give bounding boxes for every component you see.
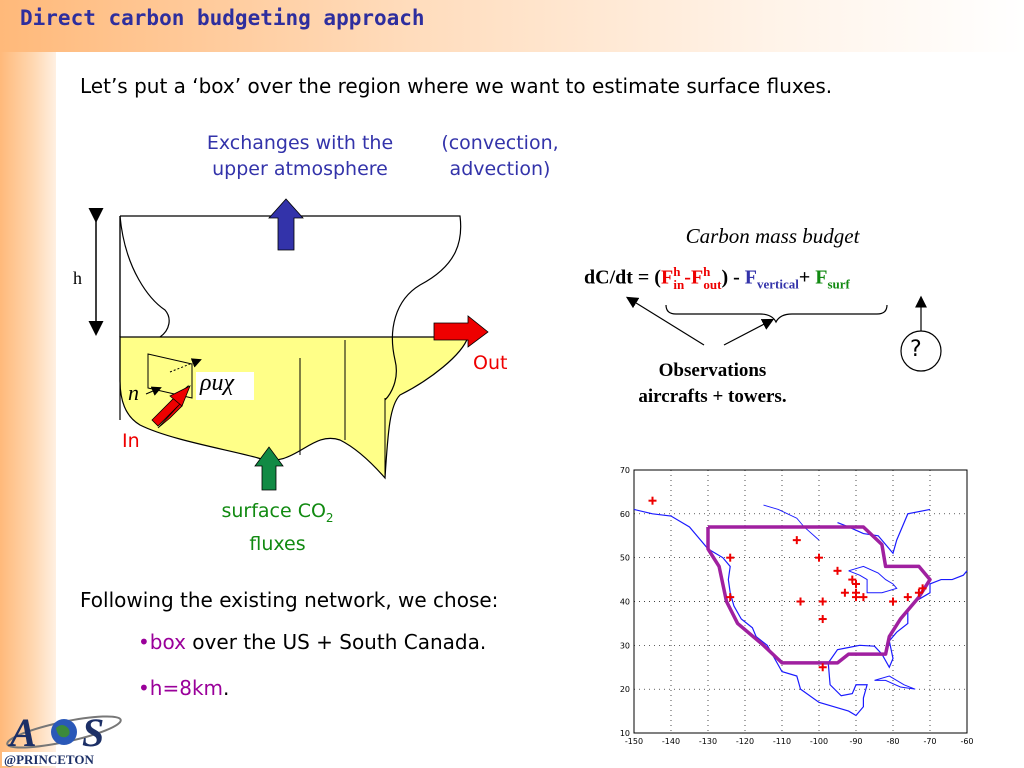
out-flux-arrow [433, 315, 489, 348]
slide-title: Direct carbon budgeting approach [20, 6, 425, 30]
f-in-sub: in [673, 276, 685, 292]
face-element [147, 353, 193, 399]
map-y-tick: 50 [620, 554, 630, 563]
observations-line1: Observations [658, 360, 767, 381]
budget-brace [665, 304, 888, 324]
surface-flux-line1: surface CO [221, 500, 326, 522]
bullet-height-keyword: h=8km [149, 676, 224, 700]
map-x-tick: -130 [699, 737, 717, 746]
caribbean-islands [874, 675, 916, 690]
observations-line2: aircrafts + towers. [638, 386, 787, 407]
map-y-tick: 40 [620, 598, 630, 607]
vertical-exchange-arrow [268, 198, 304, 251]
map-x-tick: -70 [923, 737, 936, 746]
exchanges-line1: Exchanges with the [206, 132, 394, 154]
surface-flux-line2: fluxes [249, 532, 306, 555]
title-gradient-band [0, 0, 1024, 52]
convection-label: (convection, advection) [430, 130, 570, 182]
surface-flux-subscript: 2 [325, 510, 334, 525]
intro-text: Let’s put a ‘box’ over the region where … [80, 74, 833, 98]
bullet-box-keyword: box [149, 630, 186, 654]
f-vertical: F [744, 266, 757, 289]
f-in-sup: h [673, 264, 681, 279]
surface-flux-arrow [254, 446, 284, 491]
bullet-height-text: . [223, 676, 230, 700]
map-x-tick: -100 [810, 737, 828, 746]
convection-line2: advection) [449, 158, 551, 180]
box-outline [120, 215, 462, 401]
map-y-tick: 20 [620, 685, 630, 694]
map-x-tick: -60 [960, 737, 973, 746]
surface-flux-label: surface CO2 fluxes [200, 498, 355, 557]
svg-text:S: S [82, 710, 104, 755]
equation-close: ) - [721, 266, 745, 289]
domain-box [706, 525, 932, 665]
map-x-tick: -120 [736, 737, 754, 746]
hudson-bay-coast [837, 508, 931, 555]
aos-princeton-logo: A S @PRINCETON [2, 710, 132, 767]
bullet-height: •h=8km. [138, 676, 230, 700]
map-y-tick: 30 [620, 641, 630, 650]
map-x-tick: -80 [886, 737, 899, 746]
out-label: Out [473, 352, 508, 374]
question-mark: ? [910, 337, 922, 362]
question-circle [900, 330, 942, 372]
great-lakes [848, 565, 898, 594]
h-label: h [73, 268, 82, 288]
normal-vector-label: n [128, 380, 139, 405]
budget-heading: Carbon mass budget [685, 224, 860, 248]
budget-equation: dC/dt = (Fhin-Fhout) - Fvertical+ Fsurf [584, 264, 850, 293]
bullet-box-text: over the US + South Canada. [185, 630, 487, 654]
map-y-tick: 60 [620, 510, 630, 519]
equation-plus: + [798, 266, 816, 289]
map-y-tick: 10 [620, 729, 630, 738]
map-x-tick: -110 [773, 737, 791, 746]
map-y-tick: 70 [620, 466, 630, 475]
f-out-sup: h [703, 264, 711, 279]
f-out-sub: out [703, 276, 722, 292]
f-out: F [690, 266, 704, 289]
f-surf: F [815, 266, 828, 289]
convection-line1: (convection, [441, 132, 559, 154]
map-x-tick: -140 [662, 737, 680, 746]
f-in: F [660, 266, 674, 289]
obs-pointer-left [625, 296, 705, 346]
obs-pointer-right [723, 318, 775, 346]
left-gradient-band [0, 0, 56, 768]
in-label: In [122, 430, 140, 452]
network-intro: Following the existing network, we chose… [80, 588, 499, 612]
logo-text: @PRINCETON [4, 752, 94, 767]
observations-label: Observations aircrafts + towers. [610, 358, 815, 410]
map-x-tick: -150 [625, 737, 643, 746]
f-surf-sub: surf [827, 276, 850, 292]
map-x-tick: -90 [849, 737, 862, 746]
svg-text:A: A [7, 710, 37, 755]
flux-term-label: ρuχ [200, 370, 235, 396]
f-vertical-sub: vertical [757, 276, 799, 292]
inland-lakes [763, 504, 820, 541]
exchanges-line2: upper atmosphere [212, 158, 388, 180]
exchanges-label: Exchanges with the upper atmosphere [190, 130, 410, 182]
equation-lhs: dC/dt = ( [584, 266, 661, 289]
bullet-box: •box over the US + South Canada. [138, 630, 487, 654]
equation-minus: - [684, 266, 691, 289]
